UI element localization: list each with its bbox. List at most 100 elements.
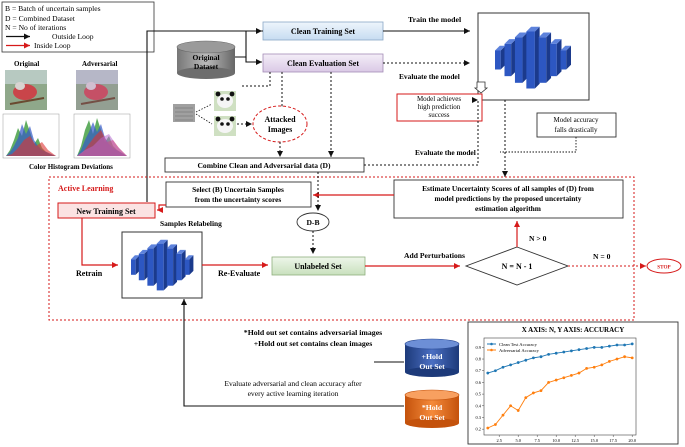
arrow-eval-to-panda	[240, 72, 271, 87]
relabeling-label: Samples Relabeling	[160, 219, 222, 228]
nn-layer-side	[173, 244, 178, 286]
series-point-1	[501, 413, 505, 417]
nn-layer-side	[135, 255, 140, 275]
nn-layer-front	[495, 50, 501, 70]
train-model-label: Train the model	[408, 15, 462, 24]
accuracy-falls-line2: falls drastically	[555, 126, 598, 134]
series-point-1	[539, 389, 543, 392]
nn-layer-top	[550, 39, 562, 44]
series-point-1	[494, 423, 497, 426]
attacked-line1: Attacked	[264, 115, 296, 124]
nn-layer-front	[526, 31, 535, 89]
holdout-clean-line1: +Hold	[422, 352, 444, 361]
estimate-line2: model predictions by the proposed uncert…	[435, 194, 582, 203]
nn-layer-front	[156, 243, 164, 291]
arrow-select-to-new	[157, 204, 166, 213]
original-dataset-line1: Original	[192, 53, 219, 62]
series-point-1	[608, 359, 611, 363]
nn-layer-side	[189, 255, 194, 275]
accuracy-falls-box	[536, 112, 617, 138]
series-point-0	[547, 352, 550, 356]
nn-layer-side	[500, 45, 506, 70]
series-point-1	[516, 409, 520, 412]
nn-layer-top	[526, 26, 540, 32]
series-point-1	[486, 426, 490, 430]
nn-layer-front	[147, 248, 154, 286]
nn-layer-front	[538, 37, 547, 83]
nn-layer-front	[550, 43, 557, 77]
series-point-0	[615, 343, 619, 347]
note-adversarial: *Hold out set contains adversarial image…	[244, 328, 382, 337]
series-point-0	[585, 347, 588, 350]
x-tick-label: 5.0	[515, 438, 521, 443]
chart-legend: Clean Test Accuracy Adversarial Accuracy	[487, 342, 540, 353]
nn-layer-top	[184, 255, 194, 260]
hist-caption: Color Histogram Deviations	[29, 163, 113, 171]
series-point-0	[600, 345, 604, 349]
holdout-adv-cylinder: *Hold Out Set	[404, 389, 460, 428]
stop-label: STOP	[657, 265, 671, 271]
nn-layer-top	[560, 45, 571, 51]
hist-adversarial-label: Adversarial	[82, 60, 117, 68]
legend-adv-label: Adversarial Accuracy	[499, 348, 540, 353]
new-training-label: New Training Set	[76, 207, 136, 216]
y-tick-label: 0.5	[476, 392, 482, 397]
nn-layer-side	[511, 39, 516, 77]
clean-training-label: Clean Training Set	[291, 27, 355, 36]
series-point-1	[524, 396, 528, 400]
adversarial-histogram	[73, 113, 131, 159]
nn-layer-side	[144, 249, 149, 281]
estimate-line3: estimation algorithm	[475, 204, 542, 213]
nn-layer-top	[156, 239, 168, 244]
x-tick-label: 20.0	[628, 438, 636, 443]
model-achieves-line1: Model achieves	[417, 95, 461, 103]
evaluate-model-label-2: Evaluate the model	[415, 148, 476, 157]
nn-layer-front	[131, 259, 136, 275]
series-point-0	[539, 355, 543, 359]
select-uncertain-line1: Select (B) Uncertain Samples	[192, 185, 284, 194]
arrow-combine-to-model	[364, 100, 479, 166]
nn-layer-front	[560, 50, 567, 70]
arrow-dataset-to-evaluation	[245, 57, 262, 65]
nn-layer-front	[184, 259, 190, 275]
legend-n: N = No of iterations	[5, 23, 66, 32]
select-uncertain-line2: from the uncertainty scores	[195, 195, 282, 204]
series-point-0	[524, 358, 528, 362]
nn-layer-top	[538, 32, 552, 38]
legend-inside: Inside Loop	[34, 41, 71, 50]
y-tick-label: 0.9	[476, 345, 482, 350]
down-hollow-arrow-icon	[473, 81, 489, 94]
nn-layer-side	[522, 32, 528, 83]
active-learning-region	[48, 176, 635, 321]
neural-network-icon	[495, 26, 571, 89]
new-training-box	[57, 202, 156, 219]
series-point-0	[516, 361, 520, 364]
series-point-1	[570, 373, 573, 377]
nn-layer-front	[504, 43, 512, 77]
nn-layer-side	[546, 32, 552, 83]
nn-layer-side	[163, 239, 168, 291]
series-point-0	[592, 345, 596, 349]
accuracy-chart: Clean Test Accuracy Adversarial Accuracy…	[476, 337, 637, 443]
holdout-adv-line2: Out Set	[419, 413, 445, 422]
outside-loop-line	[146, 30, 263, 202]
panda-image-1	[214, 91, 236, 111]
series-point-1	[554, 378, 558, 382]
series-point-1	[532, 391, 535, 395]
arrow-dataset-to-training	[235, 28, 262, 58]
nn-layer-side	[153, 244, 158, 286]
series-point-1	[585, 366, 588, 370]
n-eq-0-label: N = 0	[593, 252, 611, 261]
y-tick-label: 0.7	[476, 368, 482, 373]
chart-plot-area	[483, 337, 637, 436]
evaluate-text-line2: every active learning iteration	[248, 389, 339, 398]
decision-diamond	[464, 246, 570, 286]
attacked-line2: Images	[268, 125, 292, 134]
decision-label: N = N - 1	[502, 262, 533, 271]
select-uncertain-box	[165, 181, 312, 208]
model-achieves-line2: high prediction	[418, 103, 461, 111]
nn-layer-top	[147, 244, 158, 249]
connector-accuracy	[500, 137, 577, 153]
stop-ellipse	[646, 258, 682, 274]
series-point-0	[554, 351, 558, 355]
